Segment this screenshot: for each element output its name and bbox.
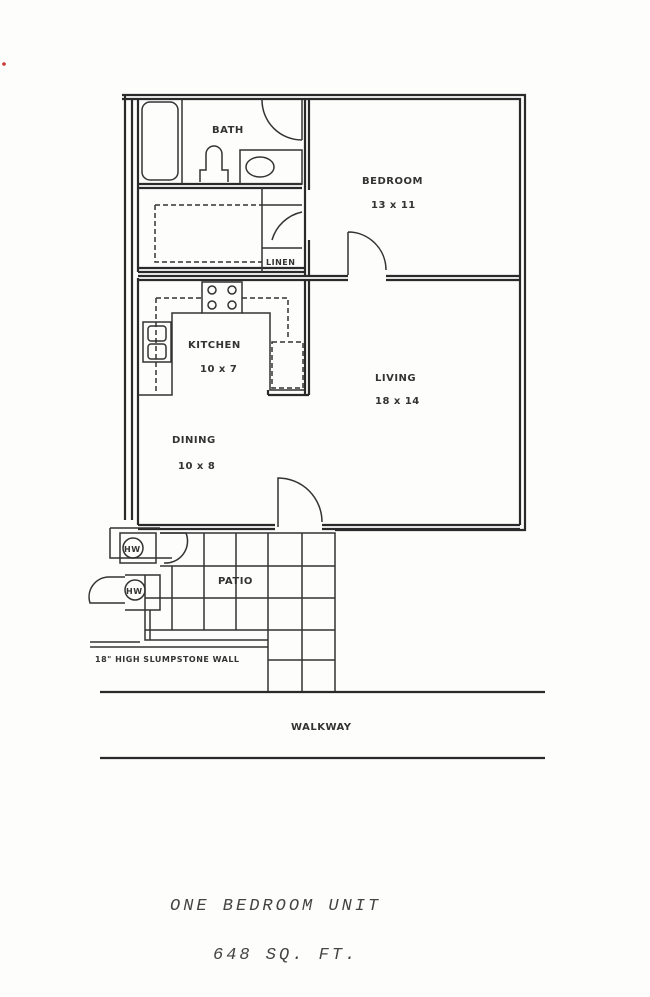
exterior-walls: [122, 93, 527, 532]
patio-label: PATIO: [218, 576, 253, 587]
kitchen-sink: [142, 321, 172, 363]
living-label: LIVING: [375, 373, 416, 384]
refrigerator: [271, 341, 304, 389]
bathtub: [141, 101, 179, 181]
water-heater-label: HW: [124, 545, 141, 554]
living-size: 18 x 14: [375, 396, 420, 407]
red-dot: [2, 62, 6, 66]
sink: [245, 156, 275, 178]
unit-area: 648 SQ. FT.: [213, 946, 358, 965]
bath: [138, 99, 311, 275]
patio: [88, 527, 336, 692]
water-heater: [124, 579, 146, 601]
bedroom-label: BEDROOM: [362, 176, 423, 187]
linen-label: LINEN: [266, 258, 295, 267]
bath-door-swing: [261, 99, 303, 141]
unit-title: ONE BEDROOM UNIT: [170, 897, 381, 916]
water-heater-label: HW: [126, 587, 143, 596]
entry-door-swing: [277, 477, 323, 527]
closet-door-swing: [271, 211, 303, 241]
water-heater: [122, 537, 144, 559]
stove: [201, 281, 243, 314]
kitchen-size: 10 x 7: [200, 364, 237, 375]
slumpstone-wall-label: 18" HIGH SLUMPSTONE WALL: [95, 655, 240, 664]
bedroom-size: 13 x 11: [371, 200, 416, 211]
kitchen: [138, 280, 311, 397]
kitchen-label: KITCHEN: [188, 340, 241, 351]
dining-size: 10 x 8: [178, 461, 215, 472]
walkway-label: WALKWAY: [291, 722, 352, 733]
bedroom-door-swing: [347, 231, 387, 275]
dining-label: DINING: [172, 435, 216, 446]
vanity: [239, 149, 303, 185]
toilet: [199, 145, 229, 182]
bath-label: BATH: [212, 125, 244, 136]
closet: [138, 188, 305, 274]
